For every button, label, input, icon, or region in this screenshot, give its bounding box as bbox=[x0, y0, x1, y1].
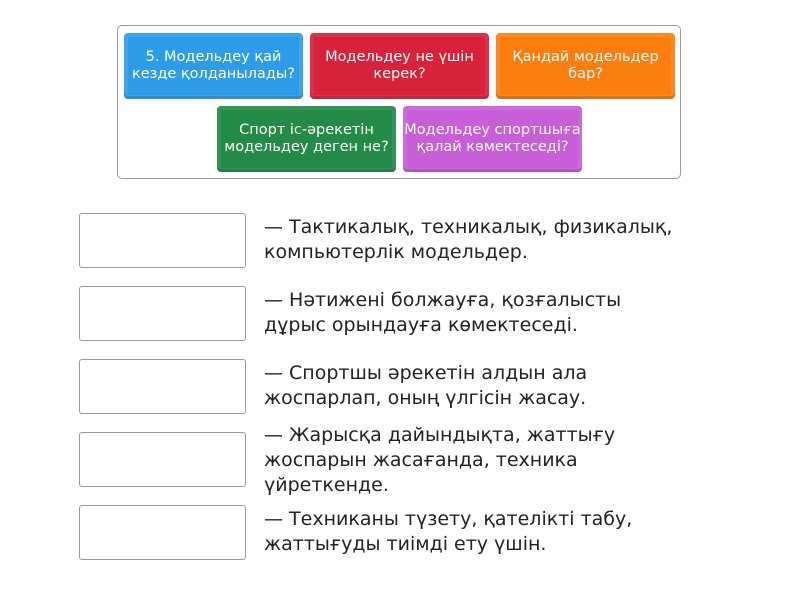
tile-why-needed[interactable]: Модельдеу не үшін керек? bbox=[310, 33, 489, 99]
answer-text-2: — Нәтижені болжауға, қозғалысты дұрыс ор… bbox=[264, 289, 622, 336]
answer-bank bbox=[117, 25, 681, 179]
drop-slot-2[interactable] bbox=[79, 286, 246, 341]
answer-text-4: — Жарысқа дайындықта, жаттығу жоспарын ж… bbox=[264, 424, 616, 496]
tile-what-is-modeling[interactable]: Спорт іс-әрекетін модельдеу деген не? bbox=[217, 106, 396, 172]
answer-text-1: — Тактикалық, техникалық, физикалық, ком… bbox=[264, 216, 673, 263]
tile-when-used[interactable]: 5. Модельдеу қай кезде қолданылады? bbox=[124, 33, 303, 99]
answer-text-5: — Техниканы түзету, қателікті табу, жатт… bbox=[264, 508, 633, 555]
drop-slot-5[interactable] bbox=[79, 505, 246, 560]
tile-what-models[interactable]: Қандай модельдер бар? bbox=[496, 33, 675, 99]
drop-slot-4[interactable] bbox=[79, 432, 246, 487]
drop-slot-1[interactable] bbox=[79, 213, 246, 268]
drop-slot-3[interactable] bbox=[79, 359, 246, 414]
answer-text-3: — Спортшы әрекетін алдын ала жоспарлап, … bbox=[264, 362, 588, 409]
tile-how-helps[interactable]: Модельдеу спортшыға қалай көмектеседі? bbox=[403, 106, 582, 172]
